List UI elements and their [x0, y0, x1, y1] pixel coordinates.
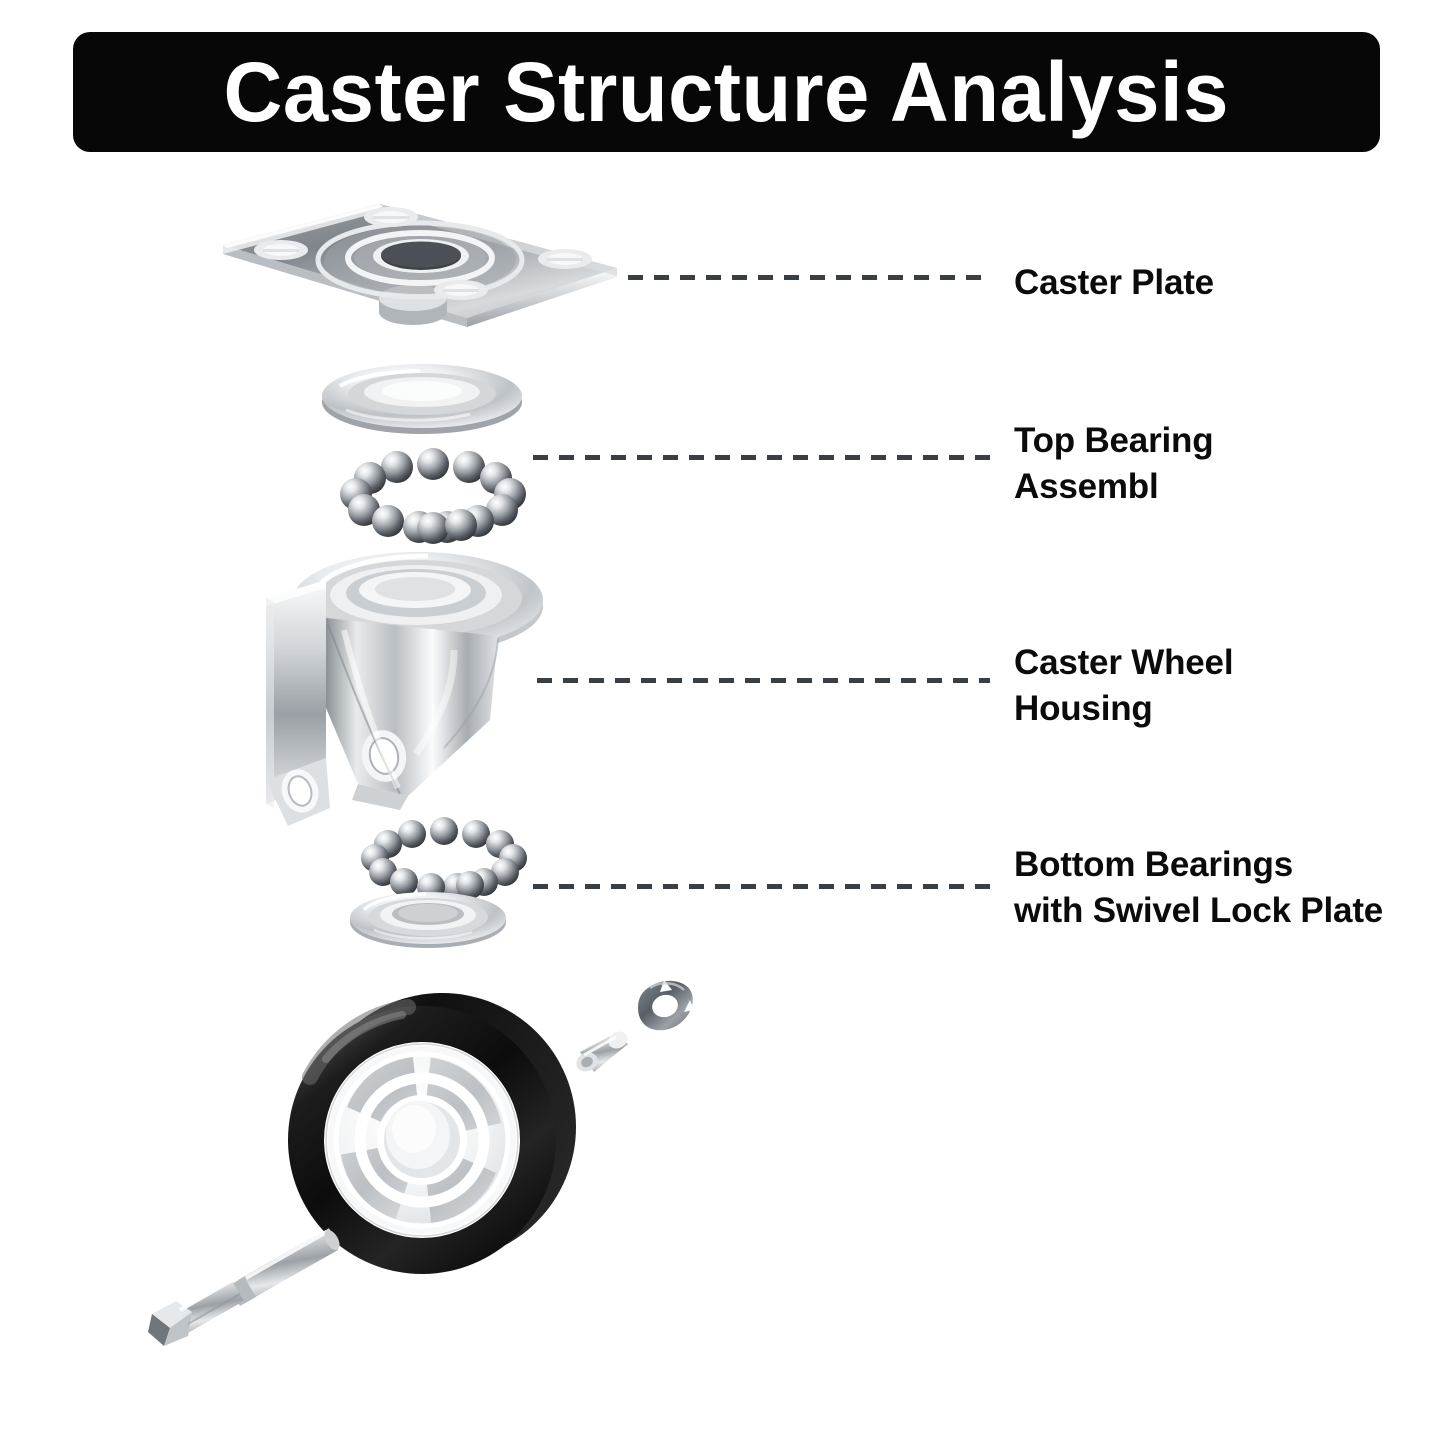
- part-caster-wheel: [280, 985, 580, 1285]
- callout-bottom-bearing: Bottom Bearings with Swivel Lock Plate: [1014, 845, 1384, 930]
- part-bottom-ball-bearing-ring: [358, 817, 530, 901]
- leader-line-caster-plate: [628, 275, 990, 280]
- callout-caster-plate: Caster Plate: [1014, 263, 1214, 302]
- leader-line-top-bearing: [533, 455, 990, 460]
- part-top-bearing-cup: [320, 358, 525, 438]
- part-caster-plate: [205, 190, 635, 335]
- part-top-ball-bearing-ring: [338, 448, 528, 544]
- leader-line-bottom-bearing: [533, 884, 990, 889]
- callout-wheel-housing: Caster Wheel Housing: [1014, 643, 1234, 728]
- callout-top-bearing: Top Bearing Assembl: [1014, 421, 1214, 506]
- part-lock-washer: [634, 978, 698, 1038]
- part-axle-bushing: [572, 1028, 634, 1086]
- page-title: Caster Structure Analysis: [223, 45, 1230, 139]
- mounting-holes: [254, 207, 592, 300]
- leader-line-wheel-housing: [537, 678, 990, 683]
- part-caster-wheel-housing: [248, 552, 548, 848]
- part-axle-bolt: [140, 1228, 340, 1358]
- title-banner: Caster Structure Analysis: [73, 32, 1380, 152]
- ball-bearings: [340, 448, 526, 544]
- part-swivel-lock-plate: [348, 888, 508, 950]
